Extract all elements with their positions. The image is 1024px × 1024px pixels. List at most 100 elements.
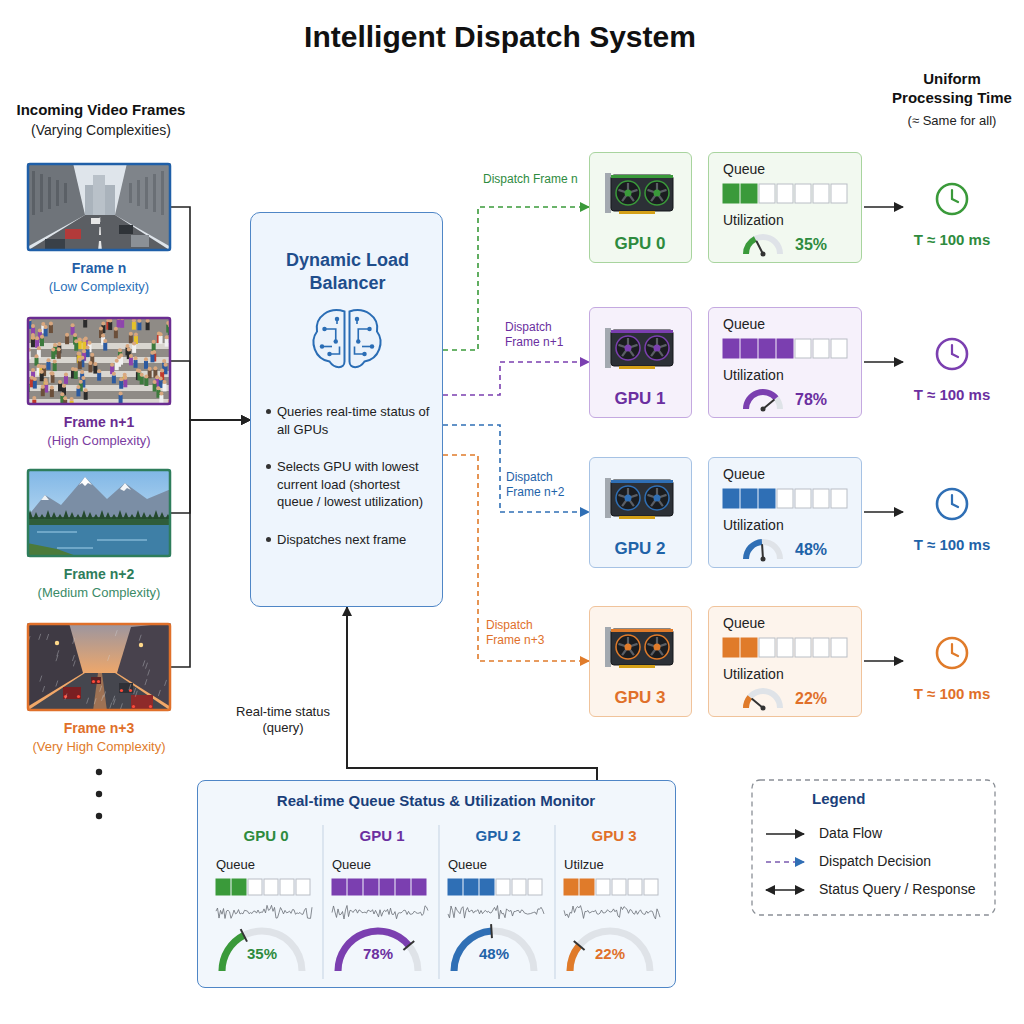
frame-image bbox=[115, 630, 117, 636]
frame-image bbox=[131, 235, 149, 247]
queue-bar bbox=[813, 638, 829, 657]
brain-icon bbox=[334, 339, 339, 344]
queue-bar bbox=[831, 339, 847, 358]
frame-image bbox=[159, 512, 165, 519]
gpu-icon bbox=[619, 366, 655, 369]
frame-image bbox=[60, 392, 64, 396]
frame-image bbox=[40, 335, 44, 339]
frame-image bbox=[114, 330, 118, 338]
frame-image bbox=[37, 531, 77, 533]
continuation-dots bbox=[96, 769, 102, 775]
gpu-icon bbox=[616, 336, 640, 360]
node-text: (Low Complexity) bbox=[3, 279, 195, 295]
frame-image bbox=[27, 163, 171, 251]
frame-image bbox=[83, 320, 87, 328]
monitor-panel: Real-time Queue Status & Utilization Mon… bbox=[197, 780, 676, 988]
queue-bar bbox=[364, 879, 378, 895]
connector bbox=[443, 425, 589, 512]
frame-image bbox=[93, 514, 99, 519]
queue-bar bbox=[759, 339, 775, 358]
frame-image bbox=[56, 681, 58, 687]
node-text: GPU 3 bbox=[558, 827, 670, 846]
frame-image bbox=[82, 338, 86, 342]
node-text: Utilization bbox=[723, 517, 843, 535]
frame-image bbox=[73, 638, 75, 644]
brain-icon bbox=[356, 339, 361, 344]
frame-image bbox=[27, 623, 171, 711]
load-balancer: Dynamic Load BalancerQueries real-time s… bbox=[250, 212, 443, 607]
gpu-icon bbox=[645, 635, 669, 659]
clock-icon bbox=[937, 184, 967, 214]
brain-icon bbox=[370, 344, 375, 349]
queue-bar bbox=[759, 489, 775, 508]
gpu-icon bbox=[645, 486, 669, 510]
frame-image bbox=[101, 695, 103, 701]
activity-waveform bbox=[564, 906, 660, 919]
node-text: 48% bbox=[795, 540, 857, 560]
node-text: Queue bbox=[448, 857, 548, 873]
gpu-icon bbox=[645, 181, 669, 205]
frame-image bbox=[27, 317, 171, 405]
queue-bar bbox=[723, 184, 847, 203]
utilization-gauge bbox=[743, 688, 783, 711]
queue-bar bbox=[813, 339, 829, 358]
queue-bar bbox=[777, 339, 793, 358]
frame-image bbox=[74, 339, 78, 343]
node-text: GPU 2 bbox=[590, 538, 690, 559]
frame-image bbox=[32, 396, 36, 400]
queue-bar bbox=[777, 489, 793, 508]
frame-image bbox=[63, 396, 67, 400]
queue-bar bbox=[296, 879, 310, 895]
node-text: (High Complexity) bbox=[3, 433, 195, 449]
legend-sample bbox=[766, 861, 804, 863]
queue-bar bbox=[580, 879, 594, 895]
frame-image bbox=[73, 333, 77, 337]
frame-image bbox=[150, 354, 154, 362]
node-text: 35% bbox=[237, 945, 287, 964]
frame-image bbox=[50, 371, 54, 375]
frame-image bbox=[129, 183, 132, 203]
clock-icon bbox=[937, 489, 967, 519]
frame-image bbox=[40, 338, 44, 346]
frame-image bbox=[51, 351, 55, 359]
frame-image bbox=[148, 670, 150, 676]
gpu-icon bbox=[616, 336, 640, 360]
continuation-dots bbox=[96, 769, 102, 819]
gpu-icon bbox=[605, 173, 673, 214]
node-text: 35% bbox=[795, 235, 857, 255]
frame-image bbox=[112, 372, 116, 376]
frame-image bbox=[41, 385, 45, 389]
edge-label: Dispatch Frame n+1 bbox=[505, 320, 585, 350]
frame-image bbox=[97, 369, 101, 373]
frame-image bbox=[150, 351, 154, 355]
frame-image bbox=[129, 332, 133, 336]
gpu-icon bbox=[605, 328, 673, 369]
brain-icon bbox=[362, 352, 367, 357]
node-text: Selects GPU with lowest current load (sh… bbox=[265, 458, 435, 511]
frame-image bbox=[103, 343, 107, 351]
queue-bar bbox=[723, 489, 739, 508]
connector bbox=[443, 362, 589, 395]
node-text: GPU 3 bbox=[590, 687, 690, 708]
frame-image bbox=[145, 663, 147, 669]
frame-image bbox=[31, 336, 35, 340]
queue-bar bbox=[248, 879, 262, 895]
node-text: (Medium Complexity) bbox=[3, 585, 195, 601]
gpu-icon bbox=[654, 345, 661, 352]
queue-bar bbox=[348, 879, 362, 895]
frame-image bbox=[97, 680, 100, 683]
utilization-gauge bbox=[335, 928, 422, 972]
queue-bar bbox=[216, 879, 310, 895]
gpu-icon bbox=[625, 644, 632, 651]
frame-image bbox=[119, 391, 123, 395]
queue-bar bbox=[759, 184, 775, 203]
frame-image bbox=[65, 336, 69, 344]
frame-image bbox=[152, 343, 156, 351]
frame-image bbox=[134, 356, 138, 360]
clock-icon bbox=[951, 495, 953, 504]
frame-image bbox=[92, 680, 95, 683]
queue-bar bbox=[795, 489, 811, 508]
frame-image bbox=[57, 347, 61, 351]
frame-image bbox=[41, 495, 49, 500]
queue-bar bbox=[528, 879, 542, 895]
